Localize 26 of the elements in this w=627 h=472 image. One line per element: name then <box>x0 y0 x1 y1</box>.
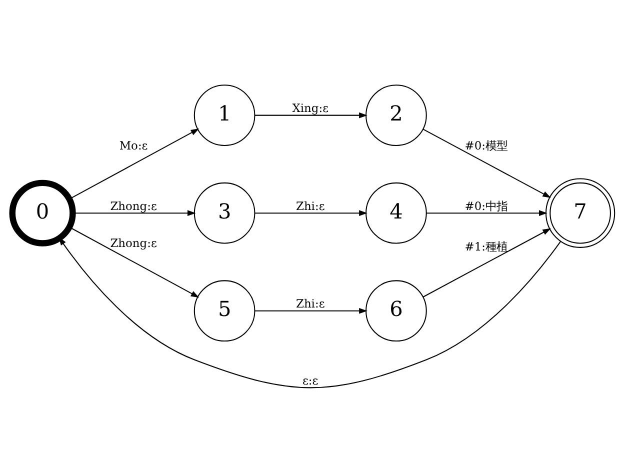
arrow <box>69 128 200 200</box>
edge-label: ε:ε <box>302 373 318 388</box>
edge-label: Xing:ε <box>292 100 329 114</box>
edge-label: Zhi:ε <box>296 296 325 310</box>
node-circle: 7 <box>545 178 616 248</box>
edge-label: Zhong:ε <box>110 198 157 212</box>
arrow <box>254 112 368 118</box>
node-circle: 6 <box>366 280 427 342</box>
node-circle: 3 <box>194 182 256 244</box>
arrow <box>72 210 196 216</box>
edge-label: Mo:ε <box>119 138 148 152</box>
edge-label: #0:模型 <box>464 138 508 152</box>
edge-label: #0:中指 <box>464 198 508 212</box>
arrow <box>69 226 200 298</box>
node-circle: 1 <box>194 84 256 146</box>
edge-label: #1:種植 <box>464 238 508 253</box>
node-circle: 4 <box>366 182 427 244</box>
arrow <box>423 228 551 297</box>
edge-label: Zhong:ε <box>110 236 157 250</box>
edge-label: Zhi:ε <box>296 198 325 212</box>
node-circle: 5 <box>194 280 256 342</box>
arrow <box>254 307 368 314</box>
arrow <box>254 210 368 216</box>
arrow <box>423 128 551 198</box>
node-circle: 2 <box>366 84 427 146</box>
arrow <box>426 210 548 216</box>
